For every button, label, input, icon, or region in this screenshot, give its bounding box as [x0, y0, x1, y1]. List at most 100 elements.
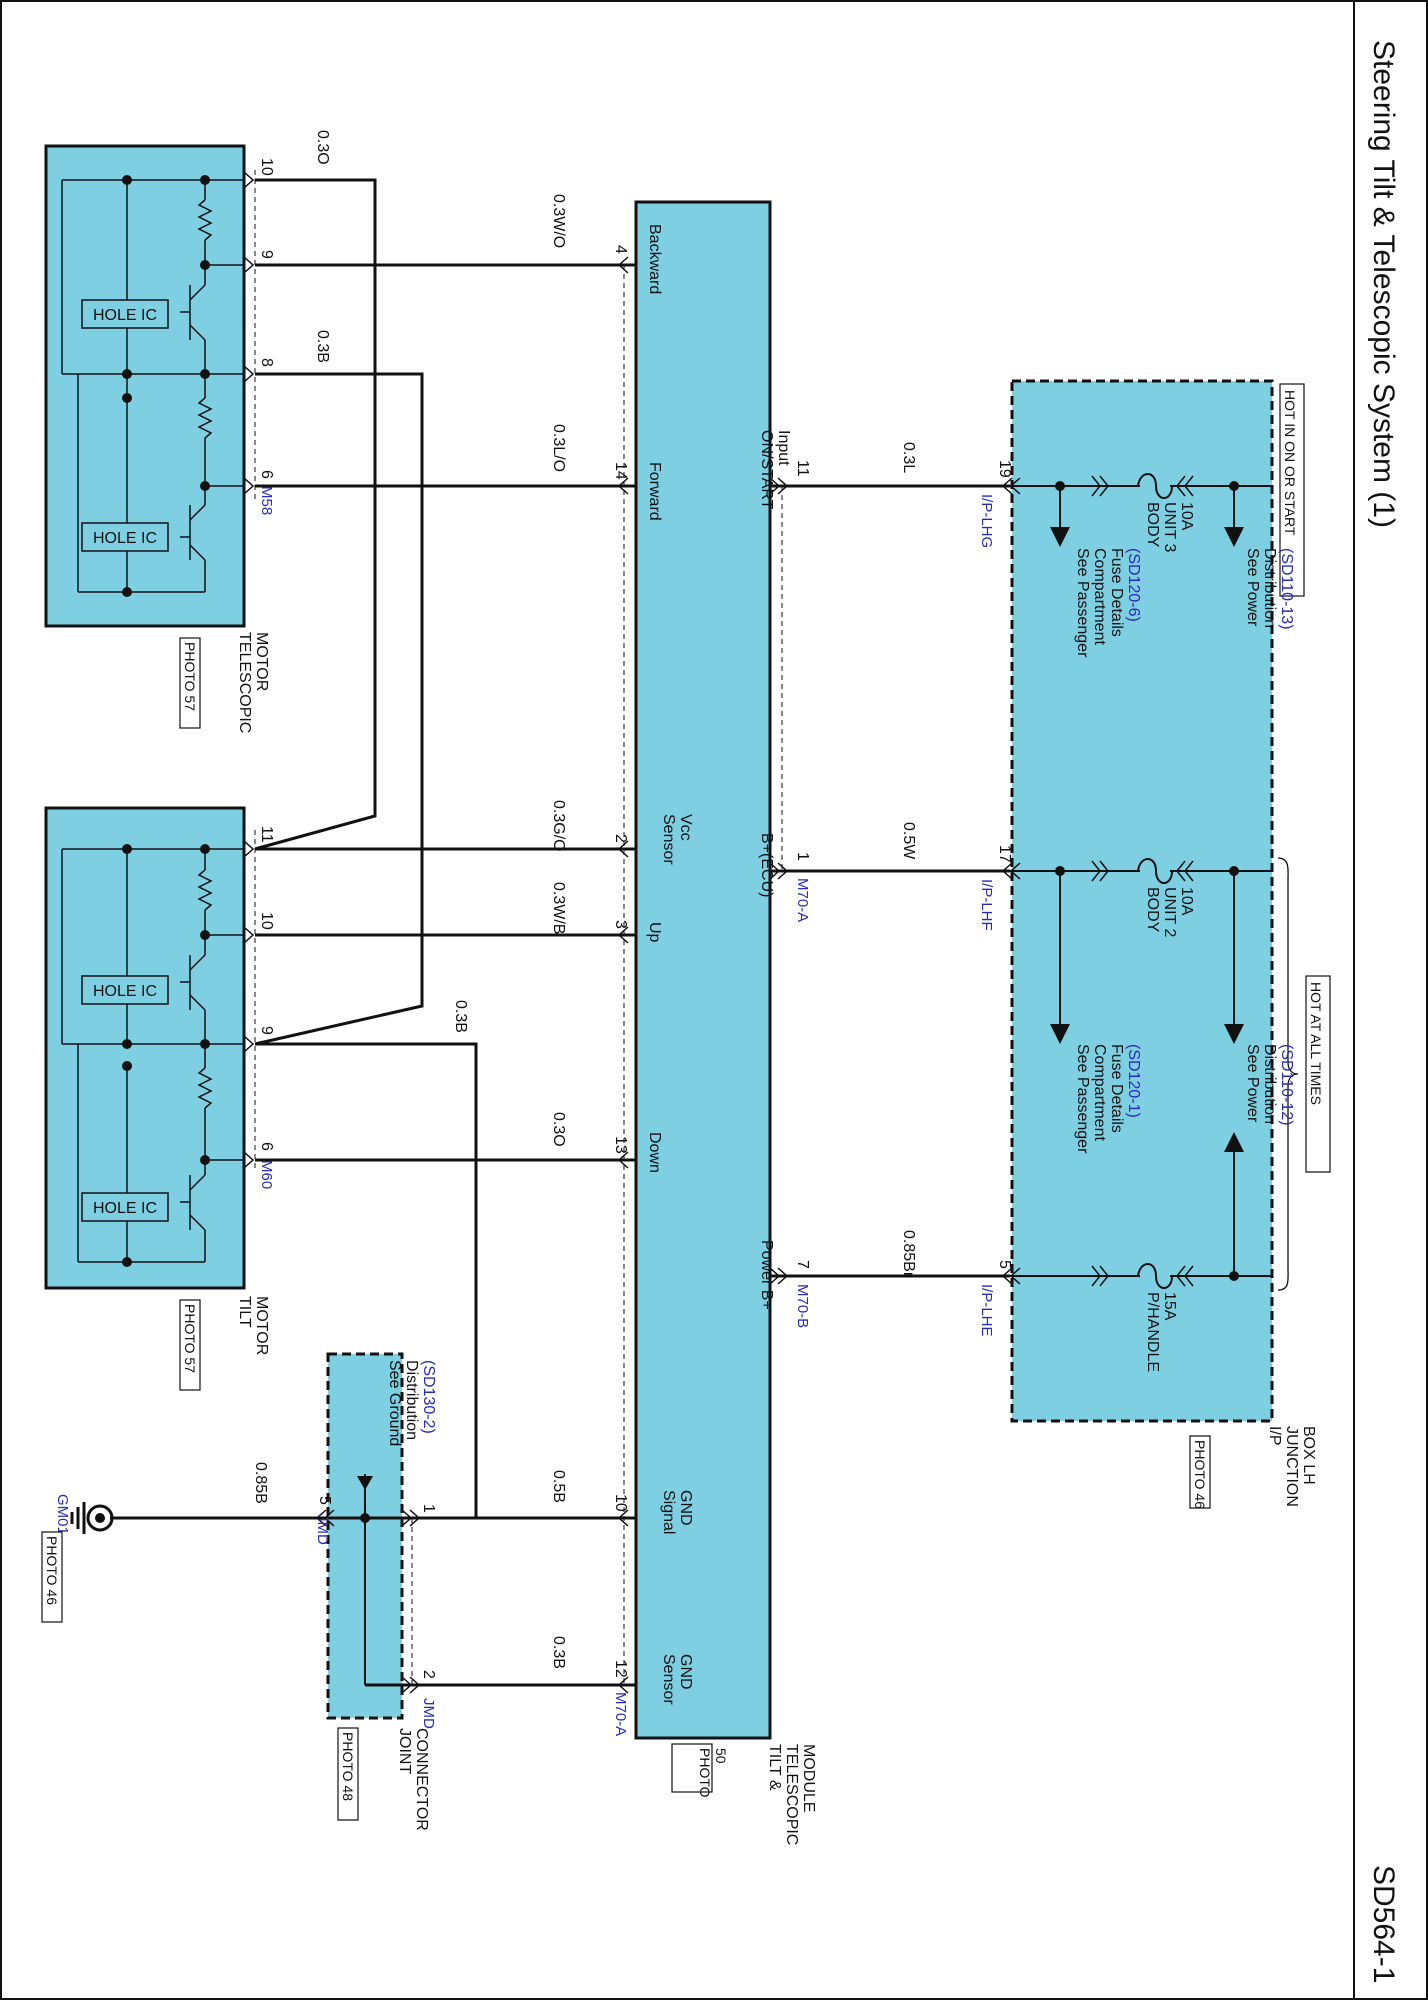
jmd-conn-b: JMD [420, 1698, 437, 1729]
wire-0-85br: 0.85Br [900, 1230, 917, 1278]
mod-pin-10: 10 [612, 1494, 629, 1512]
fuse-1-line-3: 10A [1178, 502, 1195, 531]
jmd-conn-a: JMD [314, 1514, 331, 1545]
jmd-ground-ref-2: Distribution [403, 1360, 420, 1440]
fuse-2-line-1: BODY [1144, 887, 1161, 933]
svg-text:BODYUNIT 210A: BODYUNIT 210A [1144, 887, 1195, 937]
wire-0-3o-tel: 0.3O [314, 130, 331, 165]
power-ref-1-line-2: Distribution [1261, 548, 1278, 628]
svg-text:P/HANDLE15A: P/HANDLE15A [1144, 1292, 1178, 1372]
mod-pin-3: 3 [612, 920, 629, 929]
power-ref-2-link[interactable]: (SD110-12) [1278, 1044, 1295, 1126]
mod-forward: Forward [646, 462, 663, 521]
tel-hole-ic-2: HOLE IC [93, 530, 157, 547]
pass-ref-1-line-1: See Passenger [1074, 548, 1091, 658]
tilt-hole-ic-1: HOLE IC [93, 983, 157, 1000]
mod-pin-14: 14 [612, 462, 629, 480]
mod-backward: Backward [646, 224, 663, 294]
pass-ref-2-line-3: Fuse Details [1108, 1044, 1125, 1133]
telescopic-motor: HOLE IC HOLE IC 10 9 8 6 M58 TELESCOPICM… [44, 144, 275, 733]
tilt-label-2: MOTOR [253, 1296, 270, 1355]
wire-0-3wb: 0.3W/B [550, 882, 567, 934]
tilt-conn-m60: M60 [258, 1160, 275, 1189]
svg-text:TELESCOPICMOTOR: TELESCOPICMOTOR [236, 632, 270, 733]
svg-text:BODYUNIT 310A: BODYUNIT 310A [1144, 502, 1195, 552]
mod-sensor-2: Sensor [660, 1654, 677, 1705]
wire-0-5b: 0.5B [550, 1470, 567, 1503]
hot-all-times-label: HOT AT ALL TIMES [1308, 982, 1324, 1105]
svg-text:I/PJUNCTIONBOX LH: I/PJUNCTIONBOX LH [1266, 1426, 1317, 1507]
tel-label-2: MOTOR [253, 632, 270, 691]
tel-hole-ic-1: HOLE IC [93, 307, 157, 324]
tilt-label-1: TILT [236, 1296, 253, 1328]
pass-ref-1-link[interactable]: (SD120-6) [1125, 548, 1142, 622]
jb-pin-19: 19 [996, 460, 1013, 478]
page-code: SD564-1 [1367, 1865, 1400, 1983]
jb-label-2: JUNCTION [1283, 1426, 1300, 1507]
tel-pin-10: 10 [258, 158, 275, 176]
signal-wires: 4 14 2 3 13 10 1 2 M70-A 0.3W/O 0.3L/O 0.… [254, 130, 636, 1736]
pass-ref-1-line-2: Compartment [1091, 548, 1108, 645]
jb-photo: PHOTO 46 [1192, 1440, 1208, 1509]
mod-on-start: ON/START [758, 430, 775, 510]
tilt-hole-ic-2: HOLE IC [93, 1200, 157, 1217]
tilt-pin-9: 9 [258, 1026, 275, 1035]
fuse-1-line-1: BODY [1144, 502, 1161, 548]
mod-label-3: MODULE [800, 1744, 817, 1812]
mod-signal: Signal [660, 1490, 677, 1534]
fuse-1-line-2: UNIT 3 [1161, 502, 1178, 552]
tilt-pin-6: 6 [258, 1142, 275, 1151]
jmd-ground-ref-1: See Ground [386, 1360, 403, 1446]
svg-text:See PassengerCompartmentFuse D: See PassengerCompartmentFuse Details(SD1… [1074, 548, 1142, 658]
wire-0-3b-tel: 0.3B [314, 330, 331, 363]
mod-up: Up [646, 922, 663, 943]
wire-0-3b-tilt: 0.3B [452, 1000, 469, 1033]
svg-text:See PowerDistribution(SD110-13: See PowerDistribution(SD110-13) [1244, 548, 1295, 630]
jmd-ground-ref-link[interactable]: (SD130-2) [420, 1360, 437, 1434]
page-title: Steering Tilt & Telescopic System (1) [1367, 40, 1400, 528]
pass-ref-1-line-3: Fuse Details [1108, 548, 1125, 637]
mod-vcc: Vcc [677, 814, 694, 841]
mod-pin-2: 2 [612, 834, 629, 843]
wire-0-3wo: 0.3W/O [550, 194, 567, 248]
mod-power-b: Power B+ [758, 1240, 775, 1310]
pass-ref-2-line-2: Compartment [1091, 1044, 1108, 1141]
jmd-pin-1: 1 [420, 1504, 437, 1513]
jb-conn-lhf: I/P-LHF [978, 879, 995, 931]
wire-0-3lo: 0.3L/O [550, 424, 567, 472]
jb-label-3: BOX LH [1300, 1426, 1317, 1485]
svg-text:TILT &TELESCOPICMODULE: TILT &TELESCOPICMODULE [766, 1744, 817, 1845]
tel-pin-6: 6 [258, 470, 275, 479]
jb-pin-17: 17 [996, 845, 1013, 863]
power-ref-1-link[interactable]: (SD110-13) [1278, 548, 1295, 630]
power-ref-2-line-1: See Power [1244, 1044, 1261, 1123]
tel-photo: PHOTO 57 [182, 642, 198, 711]
mod-photo-1: PHOTO [697, 1748, 713, 1798]
mod-pin-13: 13 [612, 1136, 629, 1154]
jmd-pin-5: 5 [316, 1496, 333, 1505]
mod-conn-m70a: M70-A [794, 878, 811, 922]
pass-ref-2-link[interactable]: (SD120-1) [1125, 1044, 1142, 1118]
fuse-3-line-2: 15A [1161, 1292, 1178, 1321]
mod-pin-4: 4 [612, 245, 629, 254]
svg-text:SignalGND: SignalGND [660, 1490, 694, 1534]
mod-sensor: Sensor [660, 814, 677, 865]
tel-pin-9: 9 [258, 250, 275, 259]
jb-pin-5: 5 [996, 1260, 1013, 1269]
fuse-2-line-3: 10A [1178, 887, 1195, 916]
hot-on-start-label: HOT IN ON OR START [1282, 390, 1298, 536]
joint-connector: See GroundDistribution(SD130-2) 1 2 5 JM… [314, 1352, 437, 1831]
mod-conn-m70a-2: M70-A [612, 1692, 629, 1736]
power-ref-2-line-2: Distribution [1261, 1044, 1278, 1124]
power-wires: 19 17 5 I/P-LHG I/P-LHF I/P-LHE 0.3L 0.5… [769, 442, 1021, 1337]
svg-text:SensorGND: SensorGND [660, 1654, 694, 1705]
jmd-pin-2: 2 [420, 1670, 437, 1679]
svg-text:ON/STARTInput: ON/STARTInput [758, 430, 792, 510]
mod-pin-7: 7 [794, 1260, 811, 1269]
ground-gm01: 0.85B GM01 PHOTO 46 [41, 1462, 320, 1623]
svg-text:SensorVcc: SensorVcc [660, 814, 694, 865]
junction-box: HOT IN ON OR START HOT AT ALL TIMES [1010, 379, 1331, 1509]
wire-0-3o-down: 0.3O [550, 1112, 567, 1147]
mod-label-1: TILT & [766, 1744, 783, 1791]
mod-conn-m70b: M70-B [794, 1284, 811, 1328]
